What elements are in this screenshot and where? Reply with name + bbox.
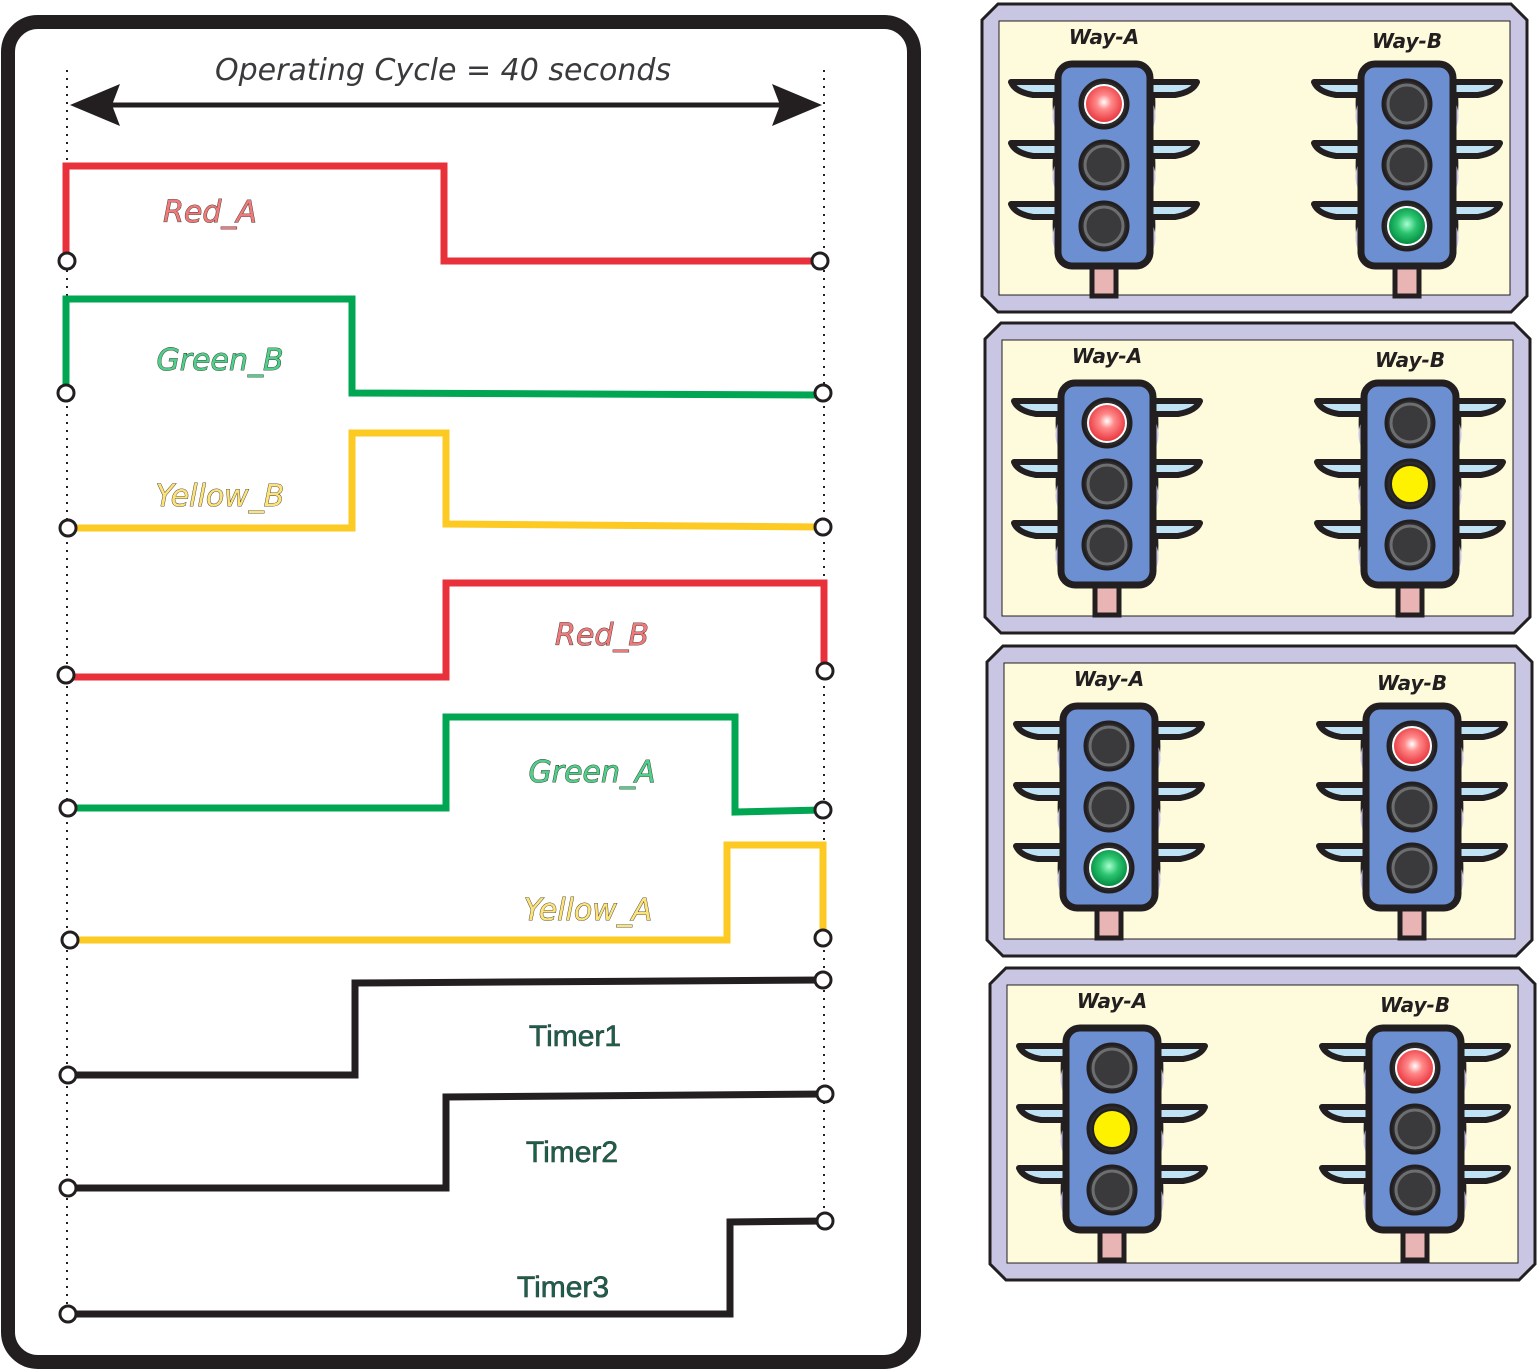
timer3-waveform: [68, 1217, 826, 1318]
green-lamp-off: [1394, 1169, 1436, 1211]
red-lamp-off: [1386, 83, 1428, 125]
yellow-b-waveform: [68, 429, 823, 532]
red-b-label: Red_B: [555, 618, 649, 653]
green-lamp-off: [1391, 847, 1433, 889]
way-b-label: Way-B: [1375, 348, 1445, 372]
green-lamp-off: [1389, 524, 1431, 566]
operating-cycle-label: Operating Cycle = 40 seconds: [215, 53, 671, 88]
green-a-label: Green_A: [528, 755, 655, 790]
green-lamp-off: [1086, 524, 1128, 566]
yellow-lamp-on: [1092, 1109, 1132, 1149]
green-lamp-off: [1091, 1169, 1133, 1211]
timer2-waveform: [68, 1090, 826, 1192]
red-lamp-on: [1395, 1048, 1435, 1088]
operating-cycle-arrow: [70, 84, 822, 126]
red-b-waveform: [66, 579, 828, 681]
traffic-state-panels: Way-A Way-B Way-A Way-B Way-A Way-B Way-A Way-B: [980, 2, 1537, 1282]
red-lamp-off: [1389, 402, 1431, 444]
red-a-label: Red_A: [163, 195, 257, 230]
green-lamp-off: [1083, 205, 1125, 247]
yellow-lamp-off: [1088, 786, 1130, 828]
green-a-waveform: [68, 713, 823, 816]
red-a-waveform: [62, 162, 820, 265]
yellow-a-waveform: [70, 841, 827, 944]
red-lamp-off: [1091, 1047, 1133, 1089]
green-lamp-on: [1089, 848, 1129, 888]
timer1-label: Timer1: [529, 1020, 621, 1053]
way-a-label: Way-A: [1074, 667, 1144, 691]
timing-diagram-frame: [1, 15, 921, 1369]
red-lamp-on: [1084, 84, 1124, 124]
red-lamp-off: [1088, 725, 1130, 767]
way-b-signal: [1311, 60, 1503, 299]
way-a-label: Way-A: [1072, 344, 1142, 368]
yellow-lamp-on: [1390, 464, 1430, 504]
terminal-markers: [56, 251, 835, 1324]
timer3-label: Timer3: [517, 1271, 609, 1304]
way-b-signal: [1316, 702, 1508, 941]
way-a-signal: [1011, 379, 1203, 618]
state-panel-4: Way-A Way-B: [988, 966, 1537, 1282]
red-lamp-on: [1392, 726, 1432, 766]
green-b-waveform: [62, 295, 823, 399]
way-a-signal: [1013, 702, 1205, 941]
green-b-label: Green_B: [156, 343, 283, 378]
way-b-label: Way-B: [1380, 993, 1450, 1017]
state-panel-2: Way-A Way-B: [983, 321, 1532, 635]
yellow-b-label: Yellow_B: [156, 479, 285, 514]
way-a-label: Way-A: [1077, 989, 1147, 1013]
green-lamp-on: [1387, 206, 1427, 246]
state-panel-1: Way-A Way-B: [980, 2, 1529, 314]
way-a-label: Way-A: [1069, 25, 1139, 49]
way-b-label: Way-B: [1377, 671, 1447, 695]
way-a-signal: [1016, 1024, 1208, 1263]
yellow-lamp-off: [1386, 144, 1428, 186]
yellow-lamp-off: [1394, 1108, 1436, 1150]
yellow-lamp-off: [1083, 144, 1125, 186]
yellow-lamp-off: [1086, 463, 1128, 505]
red-lamp-on: [1087, 403, 1127, 443]
state-panel-3: Way-A Way-B: [985, 644, 1534, 958]
way-b-signal: [1319, 1024, 1511, 1263]
timer2-label: Timer2: [526, 1136, 618, 1169]
yellow-a-label: Yellow_A: [524, 893, 653, 928]
way-b-signal: [1314, 379, 1506, 618]
way-a-signal: [1008, 60, 1200, 299]
way-b-label: Way-B: [1372, 29, 1442, 53]
yellow-lamp-off: [1391, 786, 1433, 828]
timer1-waveform: [68, 976, 824, 1079]
